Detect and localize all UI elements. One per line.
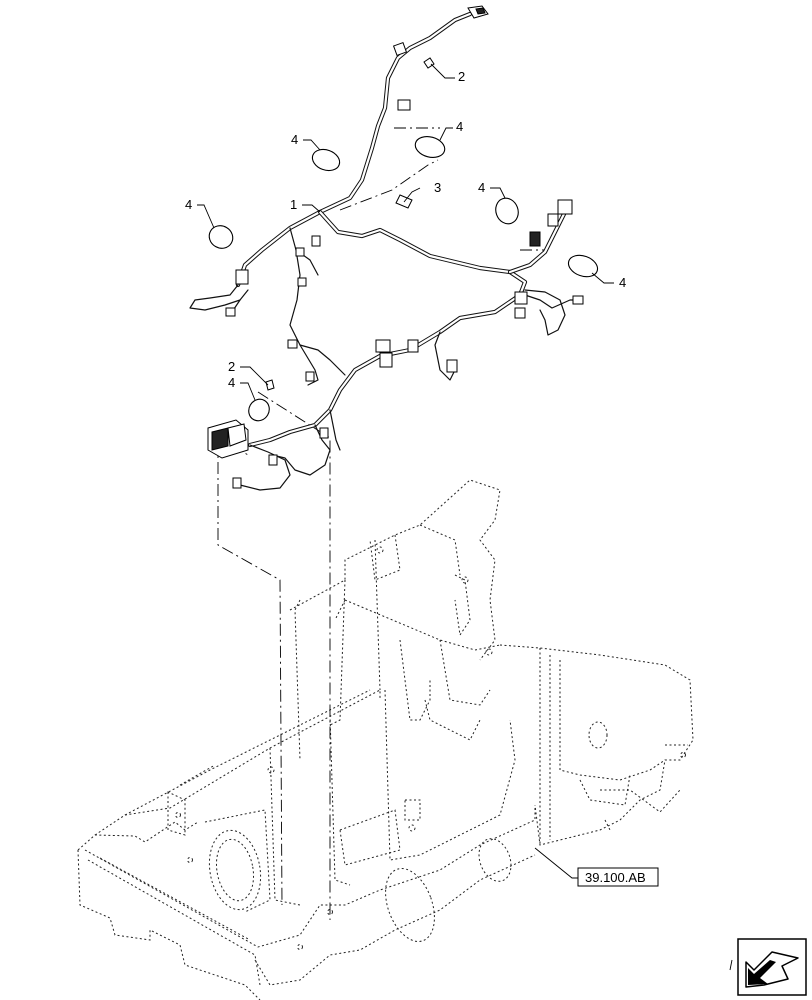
grommet-left	[208, 225, 234, 249]
callout-clip-top: 2	[458, 69, 465, 84]
grommet-far-right	[567, 254, 599, 278]
callout-grommet-mid-right: 4	[478, 180, 485, 195]
grommet-top-right	[414, 136, 446, 158]
grommet-mid-right	[495, 197, 519, 225]
chassis-frame	[77, 479, 694, 1000]
harness-connectors	[207, 5, 584, 489]
callout-grommet-lower-left: 4	[228, 375, 235, 390]
grommet-top-left	[311, 148, 341, 172]
grommet-lower-left	[248, 398, 270, 422]
reference-box[interactable]: 39.100.AB	[577, 867, 659, 887]
callout-harness: 1	[290, 197, 297, 212]
callout-clip-left: 2	[228, 359, 235, 374]
callout-grommet-far-right: 4	[619, 275, 626, 290]
callout-grommet-top-left: 4	[291, 132, 298, 147]
leader-lines	[197, 63, 733, 971]
reference-label: 39.100.AB	[585, 870, 646, 885]
callout-grommet-left: 4	[185, 197, 192, 212]
grommets	[208, 57, 599, 422]
callout-grommet-top-right: 4	[456, 119, 463, 134]
wire-harness	[189, 11, 579, 491]
callout-labels: 2 4 4 4 1 3 4 4 2 4	[185, 69, 626, 390]
arrow-icon[interactable]	[737, 938, 807, 996]
callout-connector: 3	[434, 180, 441, 195]
